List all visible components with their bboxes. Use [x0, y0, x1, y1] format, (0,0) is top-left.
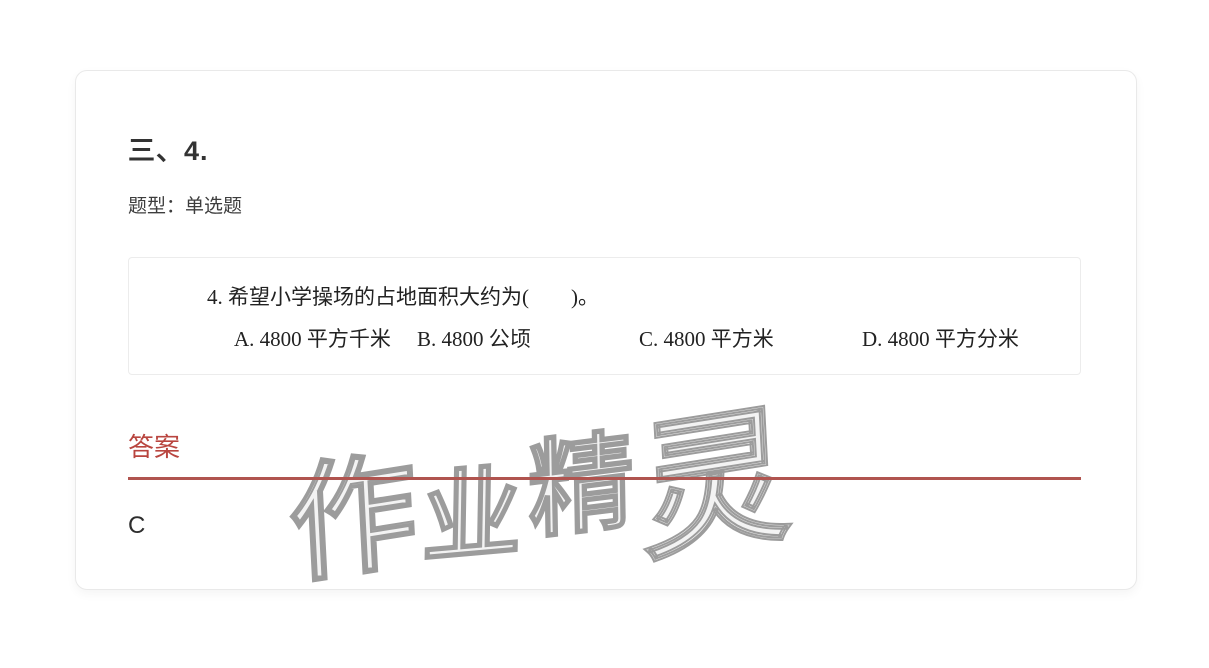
question-box: 4. 希望小学操场的占地面积大约为( )。 A. 4800 平方千米 B. 48… — [128, 257, 1081, 375]
question-card: 三、4. 题型：单选题 4. 希望小学操场的占地面积大约为( )。 A. 480… — [75, 70, 1137, 602]
answer-heading: 答案 — [128, 433, 181, 462]
question-stem: 4. 希望小学操场的占地面积大约为( )。 — [207, 285, 599, 309]
option-c: C. 4800 平方米 — [639, 327, 774, 351]
answer-divider — [128, 477, 1081, 480]
option-d: D. 4800 平方分米 — [862, 327, 1019, 351]
option-b: B. 4800 公顷 — [417, 327, 531, 351]
option-a: A. 4800 平方千米 — [234, 327, 391, 351]
answer-value: C — [128, 512, 146, 539]
page-title: 三、4. — [128, 136, 209, 166]
question-type-label: 题型：单选题 — [128, 196, 243, 217]
question-options: A. 4800 平方千米 B. 4800 公顷 C. 4800 平方米 D. 4… — [234, 325, 1070, 353]
answer-section: 答案 C — [128, 427, 1081, 540]
